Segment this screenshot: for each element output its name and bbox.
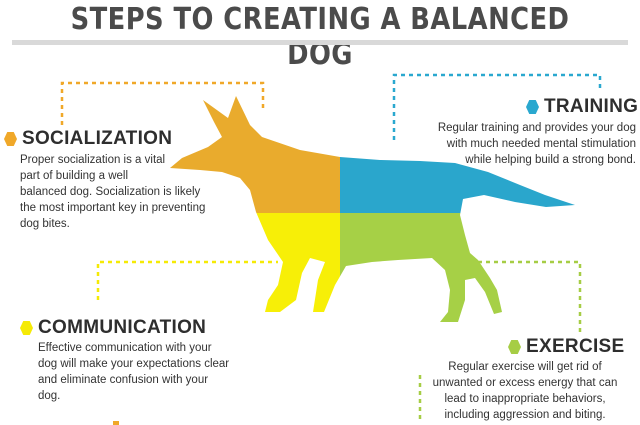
text-line: Proper socialization is a vital	[20, 154, 166, 166]
training-heading: TRAINING	[526, 96, 638, 118]
dog-region-exercise	[340, 213, 575, 322]
communication-connector	[96, 260, 278, 300]
exercise-heading-text: EXERCISE	[526, 336, 625, 357]
hexagon-icon	[20, 321, 33, 335]
text-line: dog will make your expectations clear	[38, 358, 230, 370]
training-heading-text: TRAINING	[544, 96, 639, 117]
title-divider	[12, 40, 628, 45]
decorative-mark	[113, 421, 119, 425]
text-line: Regular exercise will get rid of	[448, 361, 602, 373]
text-line: including aggression and biting.	[444, 409, 606, 421]
hexagon-icon	[4, 132, 17, 146]
exercise-connector	[478, 260, 582, 335]
text-line: lead to inappropriate behaviors,	[444, 393, 606, 405]
training-connector	[392, 73, 602, 140]
communication-heading: COMMUNICATION	[20, 317, 206, 339]
socialization-description: Proper socialization is a vital part of …	[20, 152, 250, 232]
text-line: Effective communication with your	[38, 342, 212, 354]
socialization-heading: SOCIALIZATION	[4, 128, 172, 150]
training-description: Regular training and provides your dog w…	[400, 120, 636, 168]
text-line: balanced dog. Socialization is likely	[20, 186, 201, 198]
text-line: dog.	[38, 390, 61, 402]
text-line: dog bites.	[20, 218, 70, 230]
text-line: Regular training and provides your dog	[437, 122, 636, 134]
hexagon-icon	[526, 100, 539, 114]
communication-description: Effective communication with your dog wi…	[38, 340, 268, 404]
text-line: unwanted or excess energy that can	[432, 377, 618, 389]
exercise-description: Regular exercise will get rid of unwante…	[412, 359, 638, 423]
text-line: the most important key in preventing	[20, 202, 206, 214]
exercise-heading: EXERCISE	[508, 336, 625, 358]
socialization-heading-text: SOCIALIZATION	[22, 128, 173, 149]
text-line: and eliminate confusion with your	[38, 374, 209, 386]
text-line: while helping build a strong bond.	[465, 154, 636, 166]
socialization-connector	[60, 81, 265, 125]
text-line: part of building a well	[20, 170, 129, 182]
hexagon-icon	[508, 340, 521, 354]
communication-heading-text: COMMUNICATION	[38, 317, 207, 338]
text-line: with much needed mental stimulation	[446, 138, 636, 150]
